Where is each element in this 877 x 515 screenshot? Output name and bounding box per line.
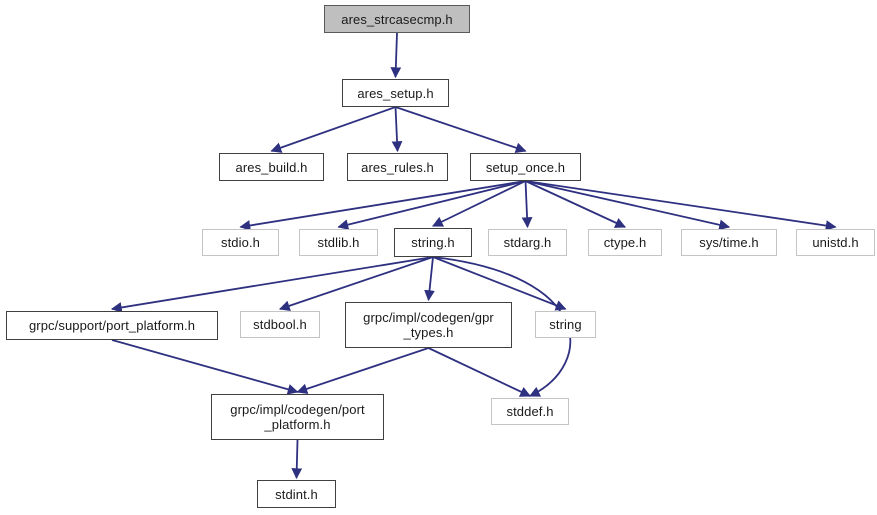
graph-node-label: stdint.h	[275, 486, 318, 502]
graph-edge-grpc_support_pp-to-grpc_codegen_pp	[111, 339, 299, 395]
graph-node-label: ares_setup.h	[357, 85, 434, 101]
graph-node-setup_once[interactable]: setup_once.h	[470, 153, 581, 181]
graph-node-gpr_types[interactable]: grpc/impl/codegen/gpr _types.h	[345, 302, 512, 348]
graph-node-label: setup_once.h	[485, 159, 566, 175]
graph-edge-ares_setup-to-ares_rules	[391, 106, 403, 153]
graph-node-label: unistd.h	[812, 235, 859, 250]
graph-edge-grpc_codegen_pp-to-stdint	[291, 439, 303, 480]
graph-node-stdint[interactable]: stdint.h	[257, 480, 336, 508]
graph-edge-setup_once-to-systime	[525, 180, 731, 231]
graph-node-ares_strcasecmp[interactable]: ares_strcasecmp.h	[324, 5, 470, 33]
graph-node-stddef[interactable]: stddef.h	[491, 398, 569, 425]
graph-node-label: stdarg.h	[503, 235, 552, 250]
graph-node-label: grpc/impl/codegen/port _platform.h	[230, 402, 365, 432]
graph-node-grpc_support_pp[interactable]: grpc/support/port_platform.h	[6, 311, 218, 340]
graph-edge-setup_once-to-unistd	[525, 180, 837, 231]
graph-node-unistd[interactable]: unistd.h	[796, 229, 875, 256]
graph-node-ctype[interactable]: ctype.h	[588, 229, 662, 256]
graph-node-string_h[interactable]: string.h	[394, 228, 472, 257]
graph-node-grpc_codegen_pp[interactable]: grpc/impl/codegen/port _platform.h	[211, 394, 384, 440]
graph-node-stdio[interactable]: stdio.h	[202, 229, 279, 256]
graph-edge-string_h-to-gpr_types	[424, 256, 435, 302]
graph-node-ares_setup[interactable]: ares_setup.h	[342, 79, 449, 107]
graph-node-label: stdbool.h	[253, 317, 307, 332]
graph-node-label: stdlib.h	[317, 235, 360, 250]
graph-node-stdlib[interactable]: stdlib.h	[299, 229, 378, 256]
graph-node-ares_build[interactable]: ares_build.h	[219, 153, 324, 181]
graph-node-label: stdio.h	[220, 235, 260, 250]
graph-edge-gpr_types-to-grpc_codegen_pp	[296, 347, 429, 395]
graph-node-label: string.h	[411, 235, 455, 250]
graph-edge-gpr_types-to-stddef	[428, 347, 531, 397]
graph-edge-ares_setup-to-setup_once	[395, 106, 527, 153]
graph-node-systime[interactable]: sys/time.h	[681, 229, 777, 256]
graph-edge-setup_once-to-ctype	[525, 180, 626, 228]
graph-node-label: sys/time.h	[699, 235, 759, 250]
graph-node-stdarg[interactable]: stdarg.h	[488, 229, 567, 256]
graph-node-label: stddef.h	[506, 404, 554, 419]
graph-edge-ares_setup-to-ares_build	[270, 106, 396, 153]
graph-edge-setup_once-to-stdarg	[521, 180, 533, 229]
graph-edge-ares_strcasecmp-to-ares_setup	[390, 32, 402, 79]
graph-edge-setup_once-to-stdlib	[337, 180, 526, 230]
graph-node-label: ares_rules.h	[361, 159, 434, 175]
graph-edge-setup_once-to-stdio	[239, 180, 526, 231]
graph-node-ares_rules[interactable]: ares_rules.h	[347, 153, 448, 181]
graph-node-label: ares_build.h	[235, 159, 308, 175]
graph-node-stdbool[interactable]: stdbool.h	[240, 311, 320, 338]
graph-node-label: ctype.h	[603, 235, 647, 250]
graph-node-label: grpc/support/port_platform.h	[28, 318, 196, 333]
graph-node-label: ares_strcasecmp.h	[341, 11, 453, 27]
graph-node-string_cpp[interactable]: string	[535, 311, 596, 338]
graph-edge-setup_once-to-string_h	[432, 180, 526, 227]
graph-node-label: string	[549, 317, 582, 332]
graph-node-label: grpc/impl/codegen/gpr _types.h	[363, 310, 494, 340]
